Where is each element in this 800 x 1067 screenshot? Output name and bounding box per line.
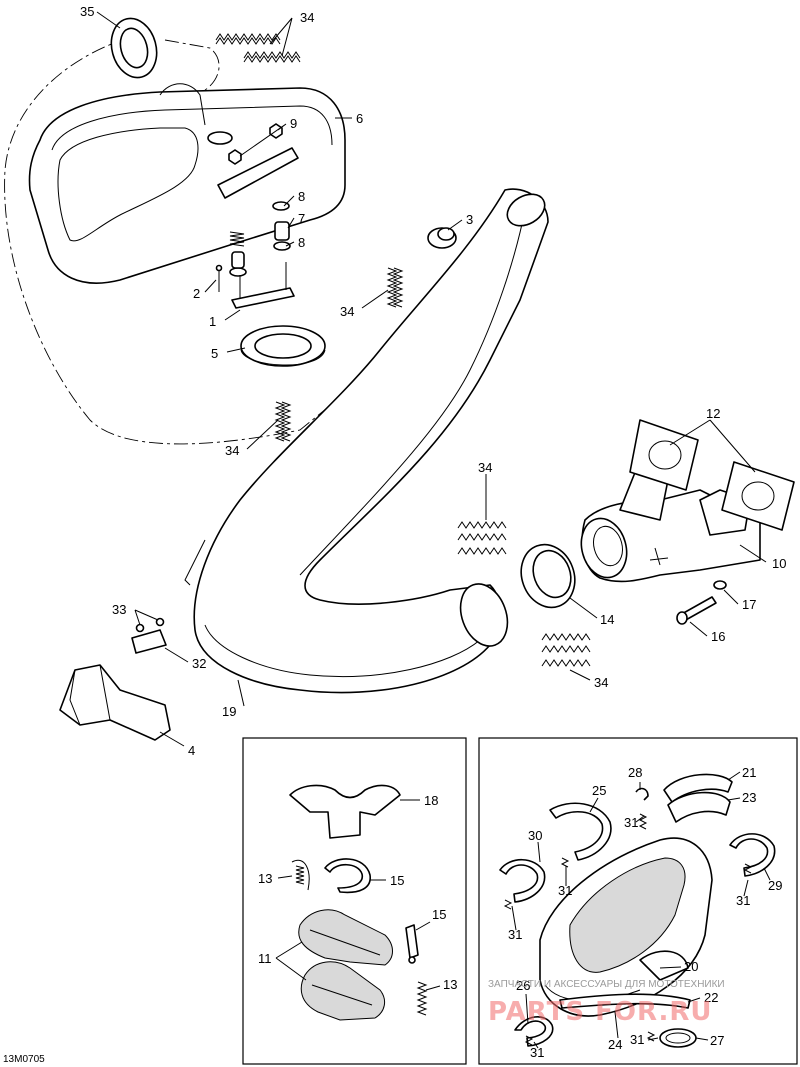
- callout-labels: 35 34 6 9 8 7 8 2 1 5 3 34 34 34 12 10 1…: [80, 4, 786, 1060]
- clip-part: [131, 629, 167, 654]
- heat-shield-cover-part: [663, 773, 733, 823]
- spring-part: [291, 859, 310, 891]
- callout-6: 6: [356, 111, 363, 126]
- exhaust-elbow-part: [298, 909, 393, 1021]
- callout-8: 8: [298, 235, 305, 250]
- callout-8: 8: [298, 189, 305, 204]
- gasket-part: [240, 325, 326, 367]
- callout-18: 18: [424, 793, 438, 808]
- inset-panel-right: [478, 737, 798, 1065]
- callout-9: 9: [290, 116, 297, 131]
- assembly-phantom-line: [4, 37, 461, 445]
- callout-34: 34: [478, 460, 492, 475]
- callout-17: 17: [742, 597, 756, 612]
- spring-part: [243, 51, 301, 63]
- callout-29: 29: [768, 878, 782, 893]
- coupling-ring-part: [110, 17, 158, 79]
- callout-22: 22: [704, 990, 718, 1005]
- callout-34: 34: [300, 10, 314, 25]
- washer-part: [713, 580, 727, 590]
- band-clamp-part: [729, 833, 776, 877]
- heat-bracket-part: [59, 664, 171, 741]
- callout-31: 31: [630, 1032, 644, 1047]
- outlet-shield-part: [559, 950, 691, 1009]
- callout-31: 31: [558, 883, 572, 898]
- callout-13: 13: [258, 871, 272, 886]
- band-clamp-part: [499, 858, 546, 903]
- washer-part: [229, 201, 291, 277]
- callout-7: 7: [298, 211, 305, 226]
- callout-5: 5: [211, 346, 218, 361]
- grommet-part: [231, 221, 290, 269]
- callout-4: 4: [188, 743, 195, 758]
- callout-35: 35: [80, 4, 94, 19]
- exhaust-pipe-part: [184, 188, 549, 694]
- callout-16: 16: [711, 629, 725, 644]
- spring-part: [386, 267, 404, 308]
- callout-2: 2: [193, 286, 200, 301]
- callout-21: 21: [742, 765, 756, 780]
- manifold-gasket-part: [629, 419, 795, 531]
- callout-1: 1: [209, 314, 216, 329]
- callout-31: 31: [530, 1045, 544, 1060]
- callout-34: 34: [594, 675, 608, 690]
- callout-32: 32: [192, 656, 206, 671]
- screw-part: [215, 264, 223, 292]
- callout-19: 19: [222, 704, 236, 719]
- callout-28: 28: [628, 765, 642, 780]
- band-clamp-part: [324, 858, 371, 894]
- spring-small-part: [229, 231, 245, 247]
- clip-part: [635, 787, 649, 801]
- watermark-tagline: ЗАПЧАСТИ И АКСЕССУАРЫ ДЛЯ МОТОТЕХНИКИ: [488, 979, 725, 990]
- callout-31: 31: [624, 815, 638, 830]
- spring-part: [215, 33, 281, 45]
- spring-part: [541, 633, 591, 667]
- callout-13: 13: [443, 977, 457, 992]
- callout-33: 33: [112, 602, 126, 617]
- spring-part: [416, 981, 428, 1016]
- callout-34: 34: [225, 443, 239, 458]
- callout-34: 34: [340, 304, 354, 319]
- rivet-part: [135, 617, 165, 633]
- callout-10: 10: [772, 556, 786, 571]
- nut-part: [228, 123, 283, 165]
- ring-clamp-part: [520, 543, 576, 609]
- callout-12: 12: [706, 406, 720, 421]
- heat-shield-part: [289, 784, 401, 839]
- callout-23: 23: [742, 790, 756, 805]
- callout-14: 14: [600, 612, 614, 627]
- bolt-part: [676, 596, 717, 625]
- band-clamp-part: [514, 1016, 554, 1047]
- callout-11: 11: [258, 951, 272, 966]
- callout-31: 31: [736, 893, 750, 908]
- callout-31: 31: [508, 927, 522, 942]
- band-clamp-part: [549, 802, 612, 861]
- leader-lines: [96, 11, 771, 1049]
- bumper-part: [427, 227, 457, 249]
- spring-hook-part: [405, 924, 419, 964]
- callout-30: 30: [528, 828, 542, 843]
- callout-26: 26: [516, 978, 530, 993]
- callout-27: 27: [710, 1033, 724, 1048]
- callout-24: 24: [608, 1037, 622, 1052]
- callout-25: 25: [592, 783, 606, 798]
- spring-part: [274, 401, 292, 442]
- callout-3: 3: [466, 212, 473, 227]
- muffler-part: [28, 83, 346, 284]
- spring-part: [457, 521, 507, 555]
- bracket-part: [231, 262, 295, 309]
- watermark-brand: PARTS FOR.RU: [488, 997, 713, 1027]
- clamp-part: [659, 1028, 697, 1048]
- diagram-code: 13M0705: [3, 1054, 45, 1065]
- callout-20: 20: [684, 959, 698, 974]
- callout-15: 15: [432, 907, 446, 922]
- inset-panel-left: [242, 737, 467, 1065]
- callout-15: 15: [390, 873, 404, 888]
